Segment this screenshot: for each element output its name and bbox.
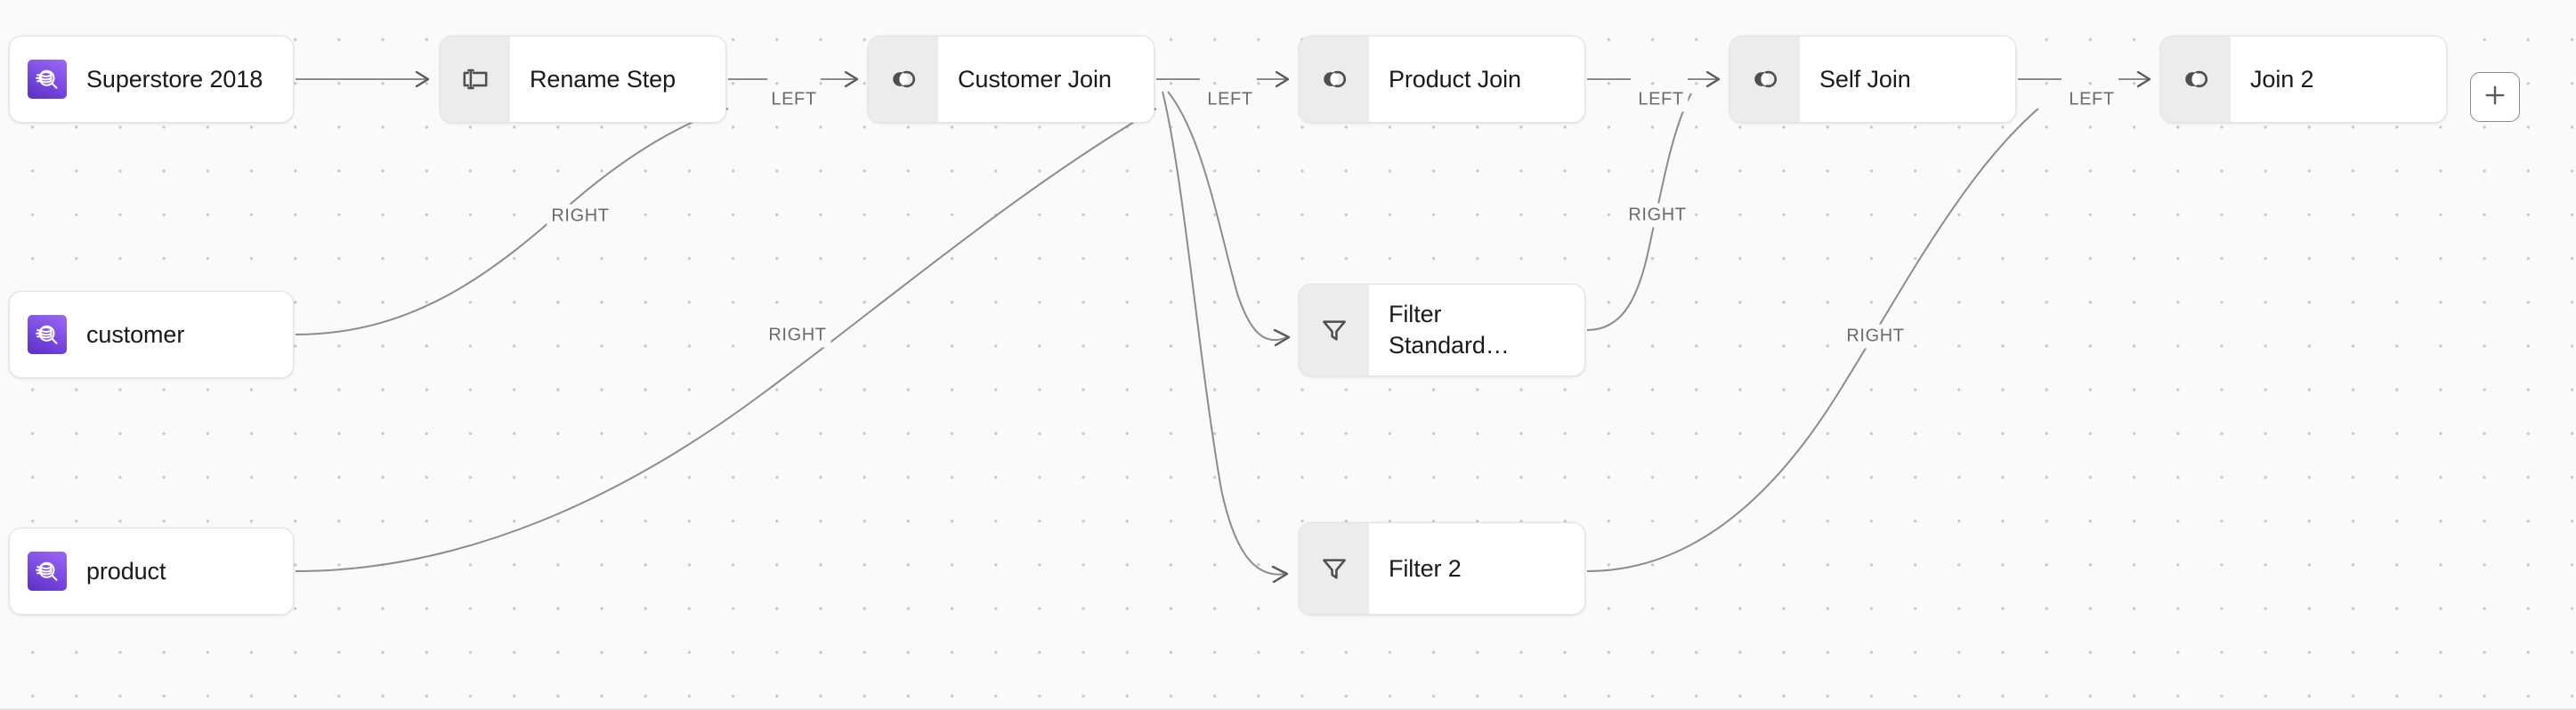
node-label: customer [86,320,185,348]
edge-label-filter-2-to-join-2: RIGHT [1842,324,1909,349]
node-customer-join[interactable]: Customer Join [868,36,1154,123]
node-label: Superstore 2018 [86,65,263,93]
join-icon [1300,36,1369,122]
node-body: Product Join [1369,36,1584,122]
edge-label-customer-to-customer-join: RIGHT [547,204,614,229]
node-body: Self Join [1800,36,2015,122]
edge-label-filter-standard-to-self-join: RIGHT [1624,203,1691,228]
edge-customer-join-to-filter-standard [1167,91,1291,347]
node-body: Rename Step [510,36,725,122]
edge-rename-step-to-customer-join [728,70,859,88]
join-icon [869,36,938,122]
edge-customer-join-to-product-join [1156,70,1290,88]
edge-label-product-to-product-join: RIGHT [764,323,831,348]
node-self-join[interactable]: Self Join [1729,36,2016,123]
edge-label-rename-to-customer-join: LEFT [766,87,822,112]
add-step-button[interactable] [2470,72,2520,122]
node-superstore-2018[interactable]: Superstore 2018 [9,36,294,123]
edge-self-join-to-join-2 [2018,70,2151,88]
node-label: Filter Standard… [1389,301,1510,359]
node-join-2[interactable]: Join 2 [2160,36,2447,123]
edge-label-self-join-to-join-2: LEFT [2064,87,2119,112]
edge-customer-join-to-filter-2 [1162,91,1289,584]
node-product[interactable]: product [9,528,294,615]
datasource-icon [28,315,67,354]
node-customer[interactable]: customer [9,291,294,378]
join-icon [2161,36,2231,122]
node-label: Customer Join [958,65,1112,93]
filter-icon [1300,285,1369,375]
node-body: Filter Standard… [1369,285,1584,375]
node-filter-2[interactable]: Filter 2 [1299,522,1585,615]
node-label: product [86,557,166,585]
node-label: Product Join [1389,65,1521,93]
edge-label-product-join-to-self-join: LEFT [1633,87,1689,112]
node-label: Join 2 [2250,65,2314,93]
edge-filter-2-to-join-2 [1586,108,2039,572]
rename-icon [441,36,510,122]
node-rename-step[interactable]: Rename Step [440,36,726,123]
edge-product-join-to-self-join [1587,70,1721,88]
node-body: Filter 2 [1369,523,1584,614]
node-label: Filter 2 [1389,554,1462,582]
node-product-join[interactable]: Product Join [1299,36,1585,123]
filter-icon [1300,523,1369,614]
datasource-icon [28,60,67,99]
edge-superstore-to-rename-step [296,70,430,88]
node-body: Join 2 [2231,36,2446,122]
edge-label-customer-join-to-product-join: LEFT [1203,87,1258,112]
node-filter-standard[interactable]: Filter Standard… [1299,284,1585,376]
node-body: Customer Join [938,36,1154,122]
datasource-icon [28,552,67,591]
node-label: Self Join [1819,65,1911,93]
edge-product-to-product-join [295,108,1157,572]
join-icon [1730,36,1800,122]
plus-icon [2482,82,2508,113]
node-label: Rename Step [530,65,676,93]
edge-customer-to-customer-join [295,108,729,335]
